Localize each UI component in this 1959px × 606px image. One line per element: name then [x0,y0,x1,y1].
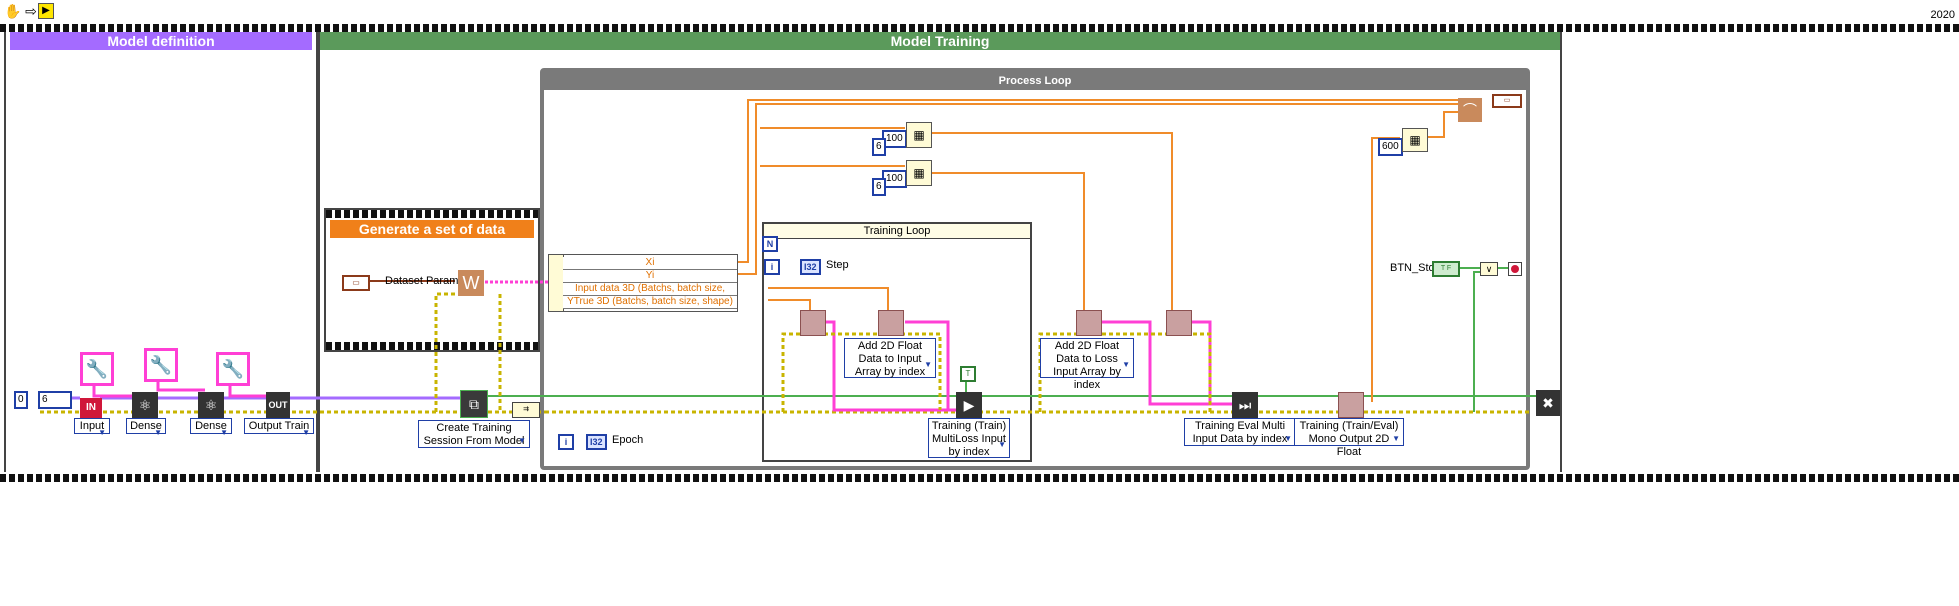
eval-multi-selector[interactable]: Training Eval Multi Input Data by index▼ [1184,418,1296,446]
stop-condition-icon[interactable] [1508,262,1522,276]
constant-zero[interactable]: 0 [14,391,28,409]
constant-100-b[interactable]: 100 [882,170,907,188]
create-session-selector[interactable]: Create Training Session From Model▼ [418,420,530,448]
close-session-icon[interactable]: ✖ [1536,390,1560,416]
wrench-icon[interactable]: 🔧 [80,352,114,386]
constant-100-a[interactable]: 100 [882,130,907,148]
train-play-icon[interactable]: ▶ [956,392,982,418]
model-training-header: Model Training [320,32,1560,50]
loop-count-terminal[interactable]: N [762,236,778,252]
iteration-terminal-epoch[interactable]: i [558,434,574,450]
filmstrip-bottom [0,474,1959,482]
epoch-label: Epoch [612,434,644,446]
btn-stop-label: BTN_Stop [1390,262,1441,274]
run-arrow-icon[interactable]: ⇨ [25,3,37,19]
cluster-field-yi: Yi [563,270,737,283]
output-layer-selector[interactable]: Output Train▼ [244,418,314,437]
boolean-constant[interactable]: T [960,366,976,382]
add-loss-selector[interactable]: Add 2D Float Data to Loss Input Array by… [1040,338,1134,391]
toolbar: ✋ ⇨ ▶ 2020 [0,0,1959,24]
generate-data-header: Generate a set of data [330,220,534,238]
graph-fit-icon[interactable]: ⌒ [1458,98,1482,122]
wrench-icon[interactable]: 🔧 [144,348,178,382]
wrench-icon[interactable]: 🔧 [216,352,250,386]
labview-icon[interactable]: ▶ [38,3,54,19]
year-label: 2020 [1930,9,1955,21]
create-session-vi[interactable]: ⧉ [460,390,488,418]
process-loop-title: Process Loop [544,72,1526,90]
input-layer-selector[interactable]: Input▼ [74,418,110,437]
input-layer-node[interactable]: IN [80,398,102,418]
model-definition-frame: Model definition [4,32,318,472]
array-subset-icon[interactable]: ▦ [906,160,932,186]
mono-output-selector[interactable]: Training (Train/Eval) Mono Output 2D Flo… [1294,418,1404,458]
unbundle-cluster[interactable]: Xi Yi Input data 3D (Batchs, batch size,… [548,254,738,312]
dense-layer-selector-2[interactable]: Dense▼ [190,418,232,437]
dense-layer-icon[interactable]: ⚛ [198,392,224,418]
training-loop-title: Training Loop [764,224,1030,239]
hand-icon[interactable]: ✋ [4,3,22,19]
or-function-icon[interactable]: ∨ [1480,262,1498,276]
step-indicator[interactable]: I32 [800,259,821,275]
merge-errors-node[interactable]: ⇉ [512,402,540,418]
constant-six-c[interactable]: 6 [872,178,886,196]
dataset-param-control[interactable]: ▭ [342,275,370,291]
constant-600[interactable]: 600 [1378,138,1403,156]
step-label: Step [826,259,849,271]
array-subset-icon[interactable]: ▦ [1402,128,1428,152]
btn-stop-terminal[interactable]: T F [1432,261,1460,277]
add-data-node[interactable] [1076,310,1102,336]
graph-indicator[interactable]: ▭ [1492,94,1522,108]
dense-layer-selector-1[interactable]: Dense▼ [126,418,166,437]
epoch-indicator[interactable]: I32 [586,434,607,450]
array-subset-icon[interactable]: ▦ [906,122,932,148]
eval-step-icon[interactable]: ⏭ [1232,392,1258,418]
dense-layer-icon[interactable]: ⚛ [132,392,158,418]
cluster-field-input-data: Input data 3D (Batchs, batch size, shape… [563,283,737,306]
add-data-node[interactable] [800,310,826,336]
add-data-node[interactable] [878,310,904,336]
constant-six-b[interactable]: 6 [872,138,886,156]
process-loop: Process Loop [540,68,1530,470]
dataset-param-label: Dataset Param [385,275,459,287]
add-input-selector[interactable]: Add 2D Float Data to Input Array by inde… [844,338,936,378]
cluster-field-ytrue: YTrue 3D (Batchs, batch size, shape) [563,296,737,309]
filmstrip-top [0,24,1959,32]
cluster-field-xi: Xi [563,257,737,270]
model-definition-header: Model definition [10,32,312,50]
generate-data-vi[interactable]: W [458,270,484,296]
add-data-node[interactable] [1166,310,1192,336]
mono-output-node[interactable] [1338,392,1364,418]
output-layer-node[interactable]: OUT [266,392,290,418]
train-multiloss-selector[interactable]: Training (Train) MultiLoss Input by inde… [928,418,1010,458]
iteration-terminal-step[interactable]: i [764,259,780,275]
constant-six[interactable]: 6 [38,391,72,409]
model-training-frame: Model Training [318,32,1562,472]
